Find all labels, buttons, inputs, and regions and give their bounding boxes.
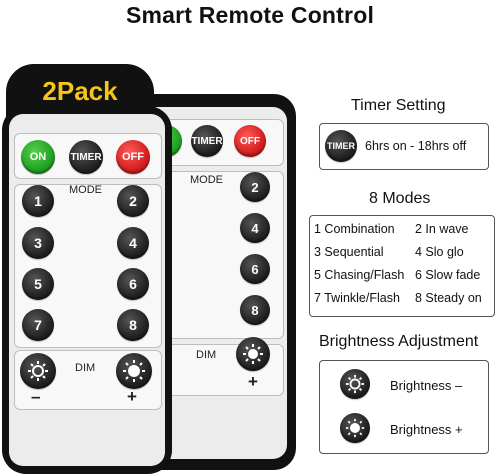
sun-outline-icon [28, 361, 48, 381]
mode-item: 6 Slow fade [415, 268, 481, 282]
back-number-button-2[interactable]: 2 [240, 172, 270, 202]
mode-item: 7 Twinkle/Flash [314, 291, 400, 305]
number-button-2[interactable]: 2 [117, 185, 149, 217]
back-dim-label: DIM [196, 349, 217, 361]
timer-setting-heading: Timer Setting [351, 97, 446, 114]
mode-item: 5 Chasing/Flash [314, 268, 405, 282]
brightness-heading: Brightness Adjustment [319, 333, 479, 350]
back-number-button-4[interactable]: 4 [240, 213, 270, 243]
sun-icon [123, 360, 145, 382]
mode-label: MODE [69, 184, 102, 196]
back-off-button[interactable]: OFF [234, 125, 266, 157]
back-number-button-6[interactable]: 6 [240, 254, 270, 284]
dim-label: DIM [75, 362, 96, 374]
number-button-4[interactable]: 4 [117, 227, 149, 259]
number-button-7[interactable]: 7 [22, 309, 54, 341]
brightness-down-button[interactable] [20, 353, 56, 389]
back-timer-button[interactable]: TIMER [191, 125, 223, 157]
brightness-up-icon [340, 413, 370, 443]
timer-icon-button: TIMER [325, 130, 357, 162]
mode-item: 4 Slo glo [415, 245, 464, 259]
brightness-minus-text: Brightness – [390, 378, 463, 393]
mode-item: 2 In wave [415, 222, 469, 236]
sun-outline-icon [345, 374, 365, 394]
brightness-plus-text: Brightness + [390, 422, 463, 437]
number-button-5[interactable]: 5 [22, 268, 54, 300]
number-button-1[interactable]: 1 [22, 185, 54, 217]
brightness-up-button[interactable] [116, 353, 152, 389]
mode-item: 1 Combination [314, 222, 395, 236]
mode-item: 8 Steady on [415, 291, 482, 305]
brightness-box: Brightness – Brightness + [319, 360, 489, 454]
mode-item: 3 Sequential [314, 245, 384, 259]
sun-icon [243, 344, 263, 364]
sun-icon [345, 418, 365, 438]
back-number-button-8[interactable]: 8 [240, 295, 270, 325]
number-button-3[interactable]: 3 [22, 227, 54, 259]
back-mode-label: MODE [190, 174, 223, 186]
off-button[interactable]: OFF [116, 140, 150, 174]
number-button-6[interactable]: 6 [117, 268, 149, 300]
back-plus-label: + [248, 372, 258, 391]
modes-box: 1 Combination 2 In wave 3 Sequential 4 S… [309, 215, 495, 317]
pack-badge: 2Pack [42, 76, 118, 106]
front-remote: ON TIMER OFF MODE 1 2 3 4 5 6 7 8 DIM – … [2, 106, 172, 474]
on-button[interactable]: ON [21, 140, 55, 174]
timer-setting-text: 6hrs on - 18hrs off [365, 139, 467, 153]
timer-button[interactable]: TIMER [69, 140, 103, 174]
modes-heading: 8 Modes [369, 190, 431, 207]
timer-setting-box: TIMER 6hrs on - 18hrs off [319, 123, 489, 170]
back-brightness-up-button[interactable] [236, 337, 270, 371]
minus-label: – [31, 387, 41, 406]
brightness-down-icon [340, 369, 370, 399]
number-button-8[interactable]: 8 [117, 309, 149, 341]
plus-label: + [127, 387, 137, 406]
page-title: Smart Remote Control [125, 2, 375, 28]
